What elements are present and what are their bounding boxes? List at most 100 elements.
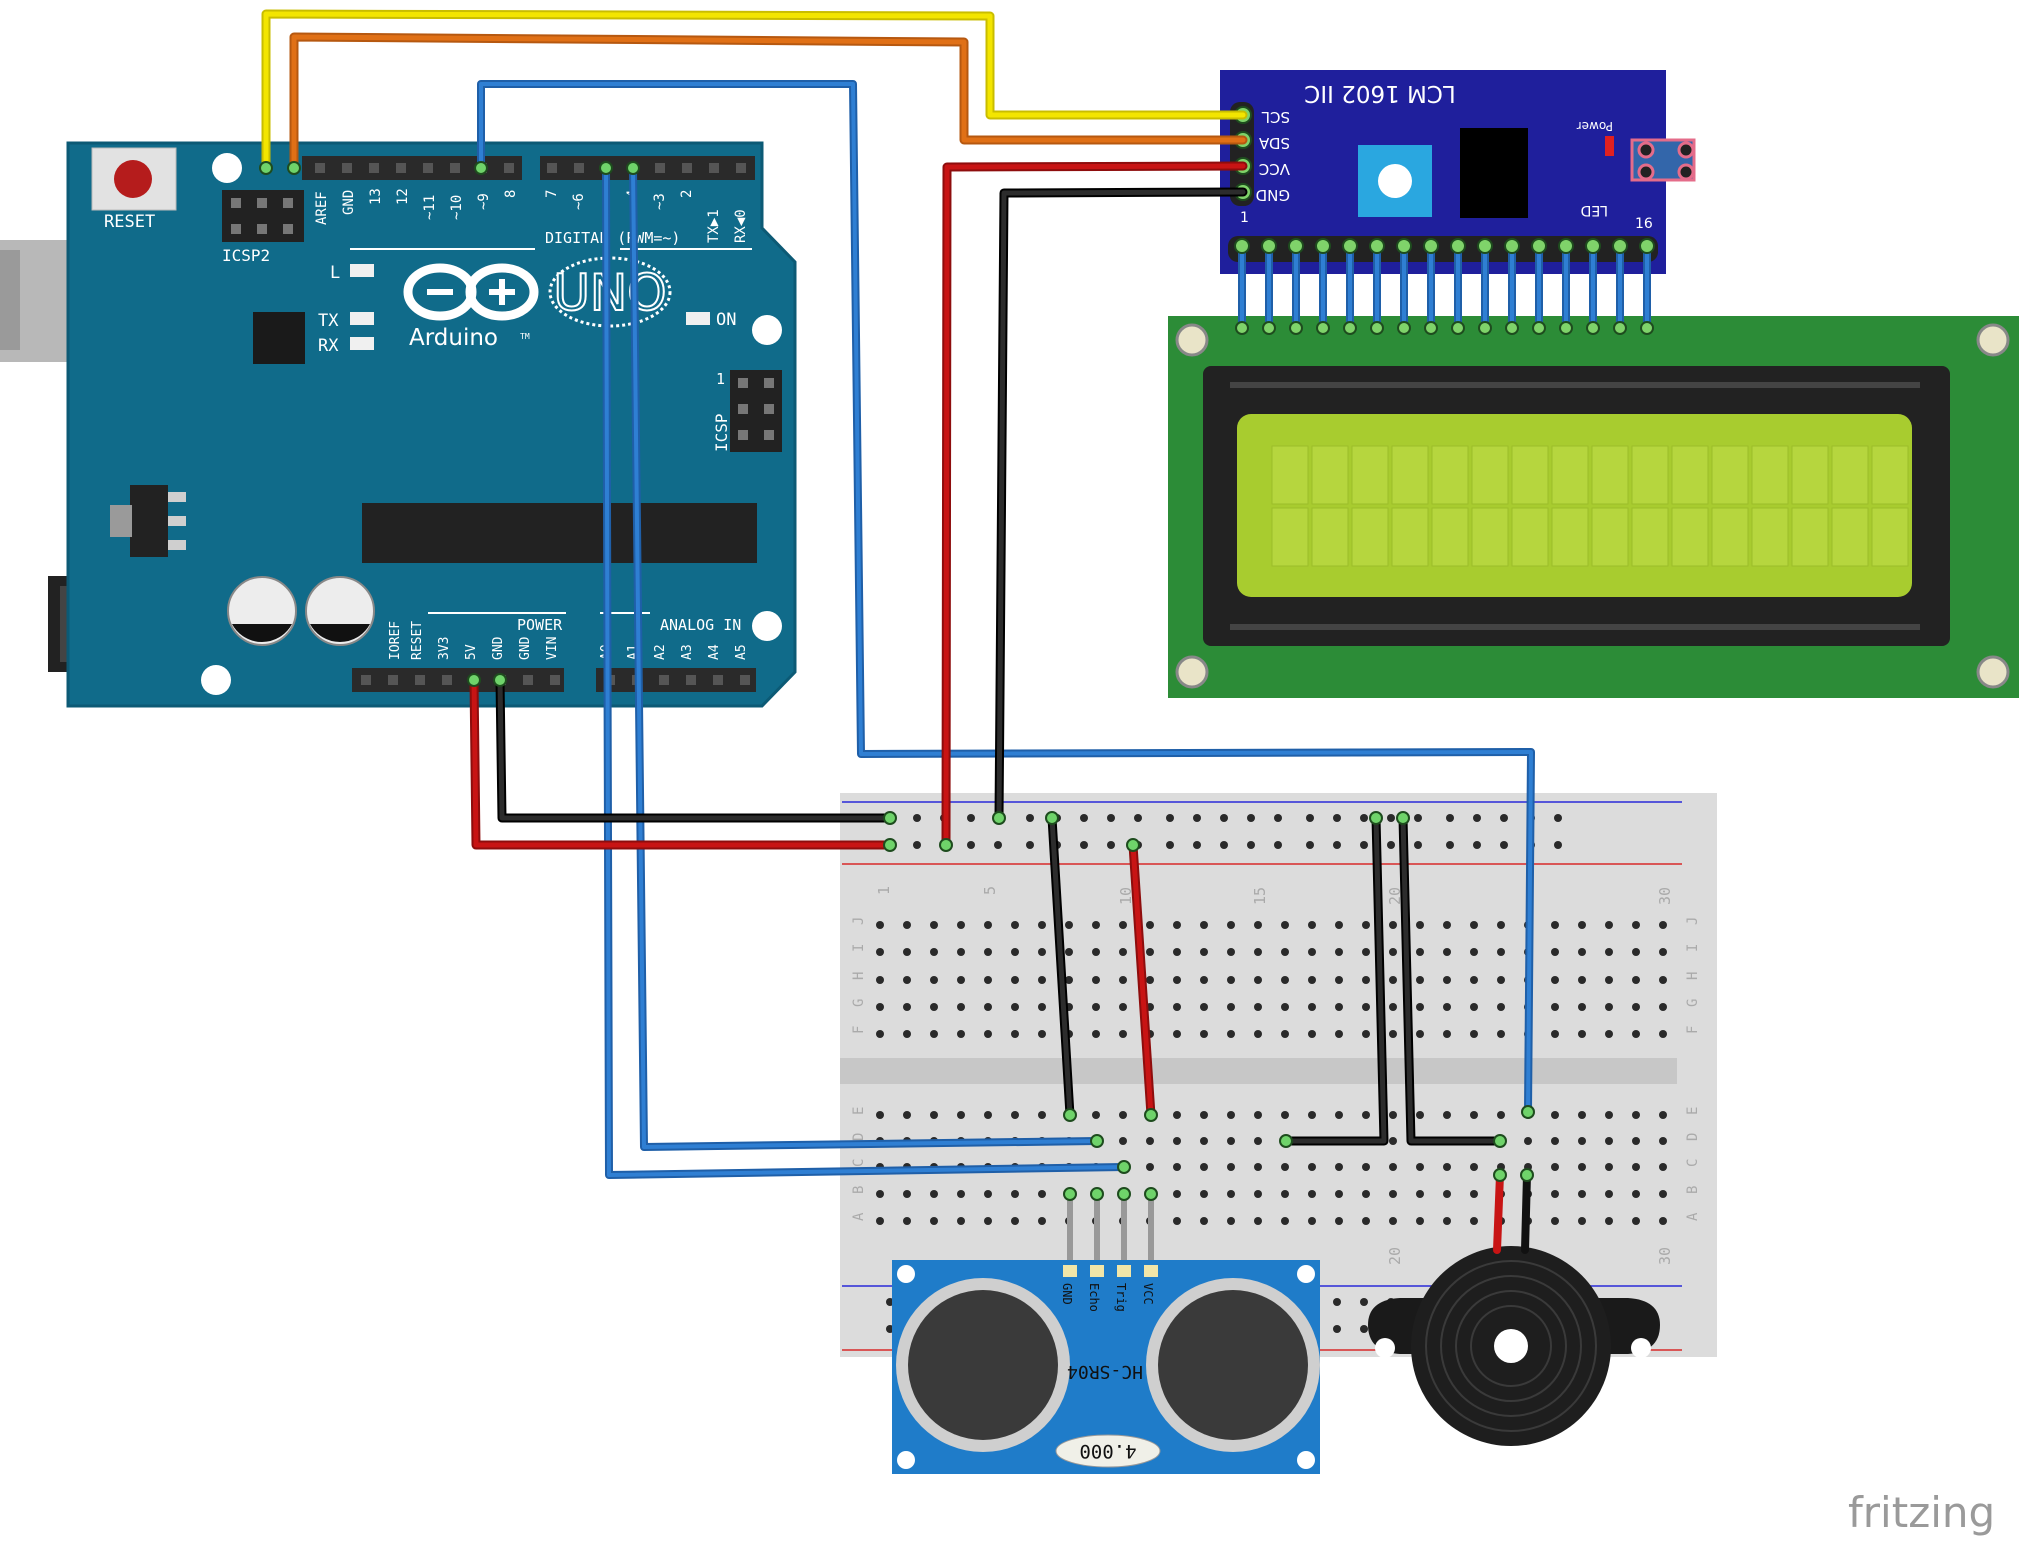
breadboard-hole	[1335, 1003, 1343, 1011]
lcd-cell	[1391, 507, 1429, 567]
breadboard-hole	[1335, 948, 1343, 956]
breadboard-hole	[1200, 976, 1208, 984]
lcd-pin-end	[1640, 321, 1654, 335]
lcd-pin-end	[1586, 321, 1600, 335]
breadboard-hole	[1605, 1030, 1613, 1038]
row-label: G	[851, 999, 867, 1007]
breadboard-hole	[1173, 1163, 1181, 1171]
breadboard-hole	[930, 921, 938, 929]
breadboard-hole	[1173, 976, 1181, 984]
breadboard-hole	[1362, 1163, 1370, 1171]
lcd-pin-end	[1315, 238, 1331, 254]
breadboard-hole	[1065, 948, 1073, 956]
pin-gnd-label: GND	[1256, 186, 1290, 204]
connection-point	[1126, 838, 1140, 852]
breadboard-hole	[930, 1030, 938, 1038]
breadboard-hole	[1281, 1003, 1289, 1011]
breadboard-hole	[1335, 976, 1343, 984]
breadboard-hole	[930, 1190, 938, 1198]
rail-hole	[1500, 841, 1508, 849]
breadboard-hole	[1389, 1111, 1397, 1119]
lcd-pin-end	[1397, 321, 1411, 335]
breadboard-hole	[1254, 976, 1262, 984]
breadboard-hole	[1038, 1111, 1046, 1119]
breadboard-hole	[1308, 976, 1316, 984]
icsp2-label: ICSP2	[222, 246, 270, 265]
lcd-cell	[1551, 507, 1589, 567]
rail-hole	[967, 841, 975, 849]
breadboard-hole	[1578, 1111, 1586, 1119]
connection-point	[883, 811, 897, 825]
lcd-cell	[1751, 445, 1789, 505]
breadboard-hole	[930, 1217, 938, 1225]
row-label: E	[1685, 1107, 1701, 1115]
row-label: J	[1685, 917, 1701, 925]
breadboard-hole	[1605, 1190, 1613, 1198]
breadboard-hole	[1092, 921, 1100, 929]
lcd-pin-end	[1423, 238, 1439, 254]
atmega-chip	[362, 503, 757, 563]
breadboard-hole	[1227, 948, 1235, 956]
breadboard-hole	[1389, 948, 1397, 956]
connection-point	[1063, 1187, 1077, 1201]
lcd-pin-end	[1370, 321, 1384, 335]
mount-hole	[1976, 655, 2010, 689]
breadboard-hole	[1011, 1030, 1019, 1038]
breadboard-hole	[1551, 921, 1559, 929]
lcd-pin-end	[1504, 238, 1520, 254]
breadboard-hole	[876, 1190, 884, 1198]
col-label-20: 20	[1386, 887, 1404, 905]
header-pin	[342, 163, 352, 173]
breadboard-hole	[1578, 1137, 1586, 1145]
capacitor	[305, 576, 375, 646]
icsp-header	[730, 370, 782, 452]
lcd-cell	[1471, 507, 1509, 567]
breadboard-hole	[1227, 921, 1235, 929]
breadboard-hole	[1119, 921, 1127, 929]
breadboard-hole	[957, 1030, 965, 1038]
breadboard-hole	[1200, 1163, 1208, 1171]
row-label: I	[1685, 944, 1701, 952]
l-led	[350, 264, 374, 277]
hc-sr04-ultrasonic-sensor: GND Echo Trig VCC HC-SR04 4.000	[892, 1195, 1320, 1474]
wire-endpoints	[259, 161, 1535, 1201]
lcd-pin-end	[1613, 321, 1627, 335]
fritzing-watermark: fritzing	[1848, 1488, 1995, 1537]
lcd-pin-end	[1369, 238, 1385, 254]
connection-point	[1063, 1108, 1077, 1122]
col-label-15: 15	[1251, 887, 1269, 905]
breadboard-hole	[1254, 1137, 1262, 1145]
lcd-pin-end	[1424, 321, 1438, 335]
pin-vcc-label: VCC	[1259, 160, 1290, 178]
lcd-cell	[1631, 507, 1669, 567]
breadboard-hole	[1416, 1111, 1424, 1119]
breadboard-hole	[1200, 1030, 1208, 1038]
pin-label-a4: A4	[707, 644, 722, 660]
connection-point	[1144, 1108, 1158, 1122]
breadboard-hole	[1632, 1003, 1640, 1011]
icsp2-header	[222, 190, 304, 242]
rail-hole	[1026, 814, 1034, 822]
breadboard-hole	[1308, 1030, 1316, 1038]
connection-point	[1279, 1134, 1293, 1148]
breadboard-hole	[1146, 1137, 1154, 1145]
header-pin	[713, 675, 723, 685]
usb-chip	[253, 312, 305, 364]
breadboard-hole	[1173, 921, 1181, 929]
mount-hole	[1175, 323, 1209, 357]
power-led-label: Power	[1577, 119, 1613, 133]
breadboard-hole	[1281, 948, 1289, 956]
connection-point	[493, 673, 507, 687]
header-pin	[450, 163, 460, 173]
breadboard-hole	[1335, 921, 1343, 929]
breadboard-hole	[1335, 1163, 1343, 1171]
header-pin	[709, 163, 719, 173]
sensor-pin-gnd: GND	[1060, 1283, 1074, 1305]
breadboard-hole	[930, 1111, 938, 1119]
rail-hole	[1446, 841, 1454, 849]
rail-hole	[1387, 814, 1395, 822]
breadboard-hole	[1173, 948, 1181, 956]
row-label: F	[1685, 1026, 1701, 1034]
breadboard-hole	[1119, 1111, 1127, 1119]
